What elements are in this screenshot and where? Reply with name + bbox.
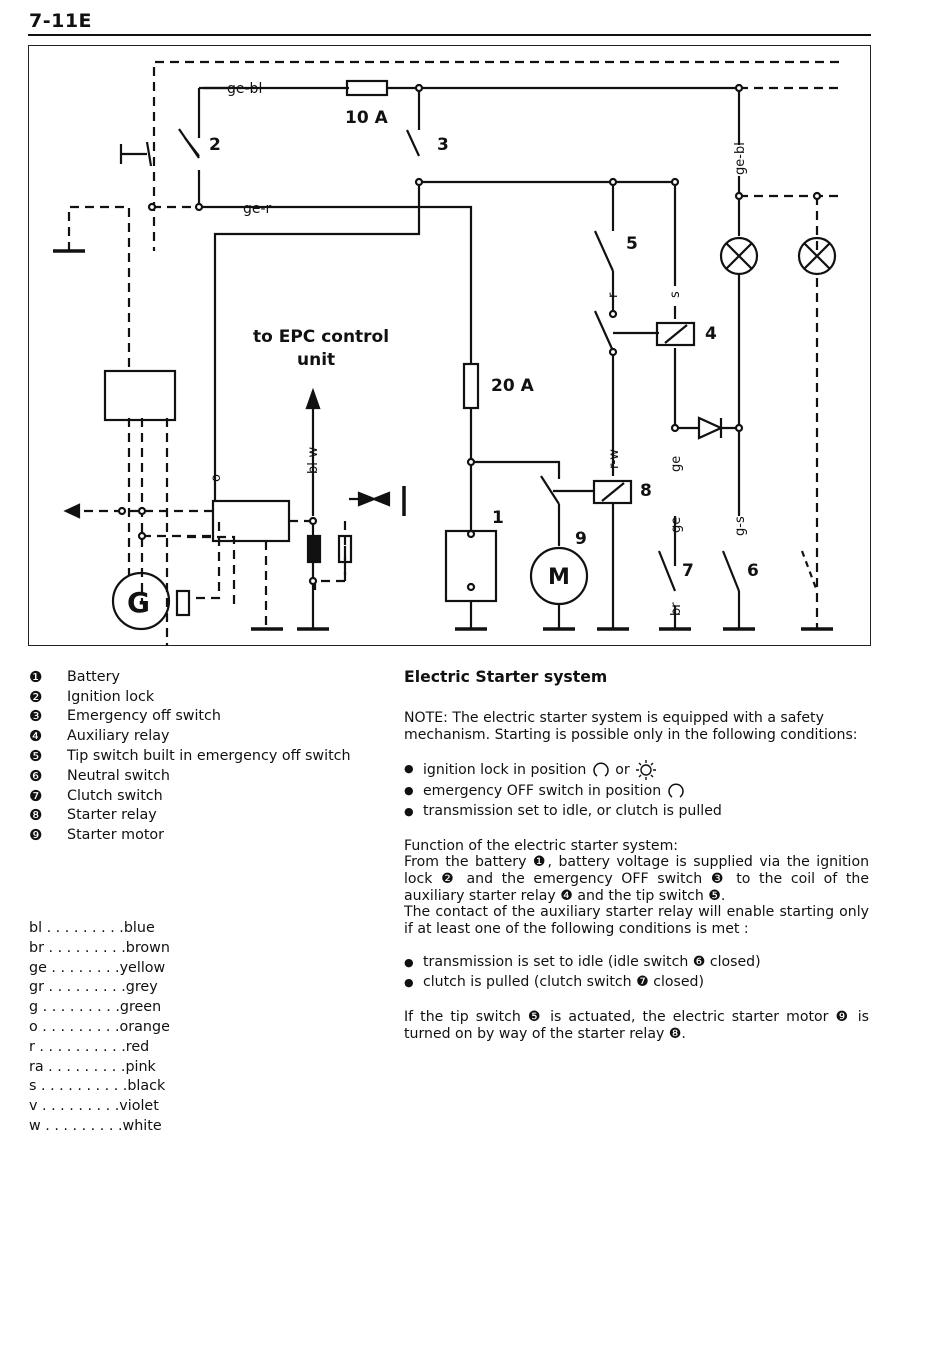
indicator-lamp-2: [797, 236, 837, 276]
epc-label-line2: unit: [297, 350, 335, 370]
wire-label-r-w: r-w: [607, 449, 622, 469]
emergency-off-position-icon: [667, 783, 684, 798]
condition-item: transmission set to idle, or clutch is p…: [404, 802, 869, 822]
fuse-10a: [345, 79, 389, 97]
wire-color-codes: bl . . . . . . . . .blue br . . . . . . …: [29, 919, 170, 1137]
color-code: ra . . . . . . . . .pink: [29, 1058, 156, 1075]
wire-label-br: br: [669, 602, 684, 616]
regulator-box: [103, 369, 177, 422]
ignition-on-icon: [636, 760, 657, 781]
note-text: NOTE: The electric starter system is equ…: [404, 710, 858, 743]
condition-item: ignition lock in position or: [404, 759, 869, 781]
callout-6: 6: [747, 561, 759, 581]
closing-paragraph: If the tip switch ❺ is actuated, the ele…: [404, 1008, 869, 1042]
wire-label-ge-bl-vert: ge-bl: [733, 142, 748, 175]
wire-label-g-s: g-s: [733, 516, 748, 536]
callout-8: 8: [640, 481, 652, 501]
wire-label-ge-bl: ge-bl: [227, 81, 262, 97]
ground-symbols: [53, 249, 833, 631]
color-code: o . . . . . . . . .orange: [29, 1018, 170, 1035]
dashed-top-wire: [67, 60, 839, 646]
wire-label-ge-r: ge-r: [243, 201, 272, 217]
left-arrow: [63, 503, 81, 519]
generator: [111, 571, 171, 631]
cdi-box: [211, 499, 291, 543]
diode: [697, 416, 724, 440]
wire-label-r: r: [606, 292, 621, 298]
generator-letter: G: [127, 586, 150, 619]
epc-arrow: [305, 387, 321, 410]
coil-dark: [306, 534, 322, 564]
starter-relay-coil: [592, 479, 633, 505]
callout-2: 2: [209, 135, 221, 155]
enable-condition-item: clutch is pulled (clutch switch ❼ closed…: [404, 973, 869, 993]
callout-9: 9: [575, 529, 587, 549]
fuse-20a-label: 20 A: [491, 376, 535, 396]
color-code: br . . . . . . . . .brown: [29, 939, 170, 956]
callout-7: 7: [682, 561, 694, 581]
wire-label-ge-lower: ge: [669, 517, 684, 533]
wire-label-ge-upper: ge: [669, 456, 684, 472]
junction-dots: [117, 83, 822, 592]
conditions-list: ignition lock in position or emergency O…: [404, 759, 869, 822]
function-heading: Function of the electric starter system:: [404, 837, 679, 854]
solid-wires: [197, 86, 741, 628]
fuse-20a: [462, 362, 480, 410]
color-code: r . . . . . . . . . .red: [29, 1038, 150, 1055]
auxiliary-relay-coil: [655, 321, 696, 347]
epc-label-line1: to EPC control: [253, 327, 389, 347]
color-code: bl . . . . . . . . .blue: [29, 920, 155, 936]
color-code: ge . . . . . . . .yellow: [29, 959, 166, 976]
enable-conditions-list: transmission is set to idle (idle switch…: [404, 953, 869, 993]
wire-label-bl-w: bl-w: [306, 446, 321, 474]
switch-contacts: [119, 128, 819, 592]
sensor-arrow: [357, 491, 391, 507]
callout-1: 1: [492, 508, 504, 528]
condition-item: emergency OFF switch in position: [404, 781, 869, 802]
fuse-10a-label: 10 A: [345, 108, 389, 128]
function-paragraph-2: The contact of the auxiliary starter rel…: [404, 904, 869, 937]
wire-label-s: s: [668, 291, 683, 298]
page-number: 7-11E: [29, 10, 93, 32]
color-code: w . . . . . . . . .white: [29, 1117, 162, 1134]
color-code: gr . . . . . . . . .grey: [29, 979, 158, 996]
generator-connector: [175, 589, 191, 617]
section-title: Electric Starter system: [404, 667, 608, 686]
color-code: v . . . . . . . . .violet: [29, 1098, 159, 1115]
color-code: s . . . . . . . . . .black: [29, 1078, 166, 1095]
coil-light: [337, 534, 353, 564]
callout-5: 5: [626, 234, 638, 254]
description-column: Electric Starter system NOTE: The electr…: [404, 667, 869, 1042]
function-paragraph-1: From the battery ❶, battery voltage is s…: [404, 854, 869, 904]
wire-label-o: o: [209, 474, 224, 482]
wiring-diagram-svg: ge-bl 10 A 20 A ge-r to EPC control unit…: [53, 60, 839, 646]
motor-letter: M: [548, 565, 570, 590]
enable-condition-item: transmission is set to idle (idle switch…: [404, 953, 869, 973]
header-rule: [28, 34, 871, 36]
ignition-off-icon: [593, 762, 609, 777]
callout-4: 4: [705, 324, 717, 344]
wiring-diagram: ge-bl 10 A 20 A ge-r to EPC control unit…: [28, 45, 871, 646]
indicator-lamp-1: [719, 236, 759, 276]
callout-3: 3: [437, 135, 449, 155]
color-code: g . . . . . . . . .green: [29, 999, 162, 1016]
